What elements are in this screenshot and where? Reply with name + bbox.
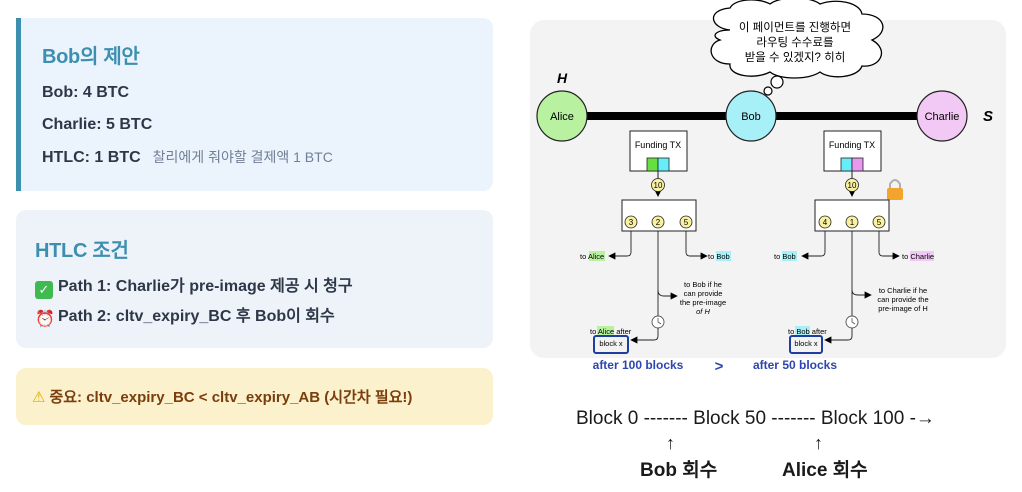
svg-text:to Bob after: to Bob after	[788, 327, 827, 336]
path-1: ✓Path 1: Charlie가 pre-image 제공 시 청구	[35, 275, 493, 305]
label-s: S	[983, 108, 993, 125]
svg-text:Bob: Bob	[741, 111, 761, 123]
offer-title: Bob의 제안	[42, 46, 140, 68]
check-mark-icon: ✓	[35, 281, 53, 299]
thought-bubble: 이 페이먼트를 진행하면 라우팅 수수료를 받을 수 있겠지? 히히	[710, 0, 884, 100]
htlc-routing-diagram: 이 페이먼트를 진행하면 라우팅 수수료를 받을 수 있겠지? 히히 H S A…	[536, 0, 993, 375]
to-bob-label: to Bob	[774, 252, 796, 261]
lock-icon	[887, 179, 903, 200]
after-100-blocks-label: after 100 blocks	[593, 358, 684, 372]
warning-card: ⚠중요: cltv_expiry_BC < cltv_expiry_AB (시간…	[16, 368, 493, 425]
funding-tx-label: Funding TX	[635, 140, 681, 150]
alarm-clock-icon: ⏰	[35, 311, 55, 328]
output-bob: 4	[823, 218, 828, 227]
output-htlc: 1	[850, 218, 855, 227]
bob-offer-card: Bob의 제안 Bob: 4 BTC Charlie: 5 BTC HTLC: …	[16, 18, 493, 191]
channel-bob-charlie: Funding TX 10 4 1 5 to Bob to Charlie to…	[774, 130, 934, 354]
alice-reclaim-label: Alice 회수	[782, 460, 868, 481]
node-bob: Bob	[725, 90, 777, 142]
warning-text: 중요: cltv_expiry_BC < cltv_expiry_AB (시간차…	[49, 389, 413, 406]
svg-text:to Bob if he: to Bob if he	[684, 280, 722, 289]
to-alice-label: to Alice	[580, 252, 604, 261]
svg-text:block x: block x	[794, 339, 818, 348]
output-charlie: 5	[877, 218, 882, 227]
timeline-line: Block 0 ------- Block 50 ------- Block 1…	[576, 408, 935, 429]
output-bob: 5	[684, 218, 689, 227]
svg-text:block x: block x	[599, 339, 623, 348]
up-arrow-icon: ↑	[666, 433, 675, 453]
bubble-line-2: 라우팅 수수료를	[756, 36, 833, 49]
up-arrow-icon: ↑	[814, 433, 823, 453]
output-alice: 3	[629, 218, 634, 227]
svg-text:to Charlie if he: to Charlie if he	[879, 286, 927, 295]
node-charlie: Charlie	[916, 90, 968, 142]
svg-text:Alice: Alice	[550, 111, 574, 123]
htlc-conditions-card: HTLC 조건 ✓Path 1: Charlie가 pre-image 제공 시…	[16, 210, 493, 348]
offer-line-bob: Bob: 4 BTC	[42, 84, 130, 101]
greater-than-symbol: >	[715, 358, 724, 375]
svg-text:can provide the: can provide the	[877, 295, 928, 304]
funding-tx-label: Funding TX	[829, 140, 875, 150]
to-bob-label: to Bob	[708, 252, 730, 261]
svg-text:Charlie: Charlie	[925, 111, 960, 123]
output-htlc: 2	[656, 218, 661, 227]
svg-text:of H: of H	[696, 307, 710, 316]
htlc-note: 찰리에게 줘야할 결제액 1 BTC	[152, 149, 333, 165]
funding-amount: 10	[654, 181, 663, 190]
svg-text:the pre-image: the pre-image	[680, 298, 726, 307]
node-alice: Alice	[536, 90, 588, 142]
label-h: H	[557, 70, 568, 86]
offer-line-charlie: Charlie: 5 BTC	[42, 116, 153, 133]
svg-text:pre-image of H: pre-image of H	[878, 304, 928, 313]
svg-text:can provide: can provide	[684, 289, 723, 298]
svg-text:to Alice after: to Alice after	[590, 327, 632, 336]
conditions-title: HTLC 조건	[35, 240, 129, 262]
bob-reclaim-label: Bob 회수	[640, 460, 718, 481]
bubble-line-1: 이 페이먼트를 진행하면	[739, 20, 851, 34]
bubble-line-3: 받을 수 있겠지? 히히	[745, 50, 846, 64]
funding-amount: 10	[848, 181, 857, 190]
to-charlie-label: to Charlie	[902, 252, 934, 261]
diagram-card	[530, 20, 1006, 358]
path-2: ⏰Path 2: cltv_expiry_BC 후 Bob이 회수	[35, 308, 335, 328]
channel-alice-bob: Funding TX 10 3 2 5 to Alice to Bob to B…	[580, 130, 731, 354]
warning-icon: ⚠	[32, 389, 46, 406]
after-50-blocks-label: after 50 blocks	[753, 358, 837, 372]
